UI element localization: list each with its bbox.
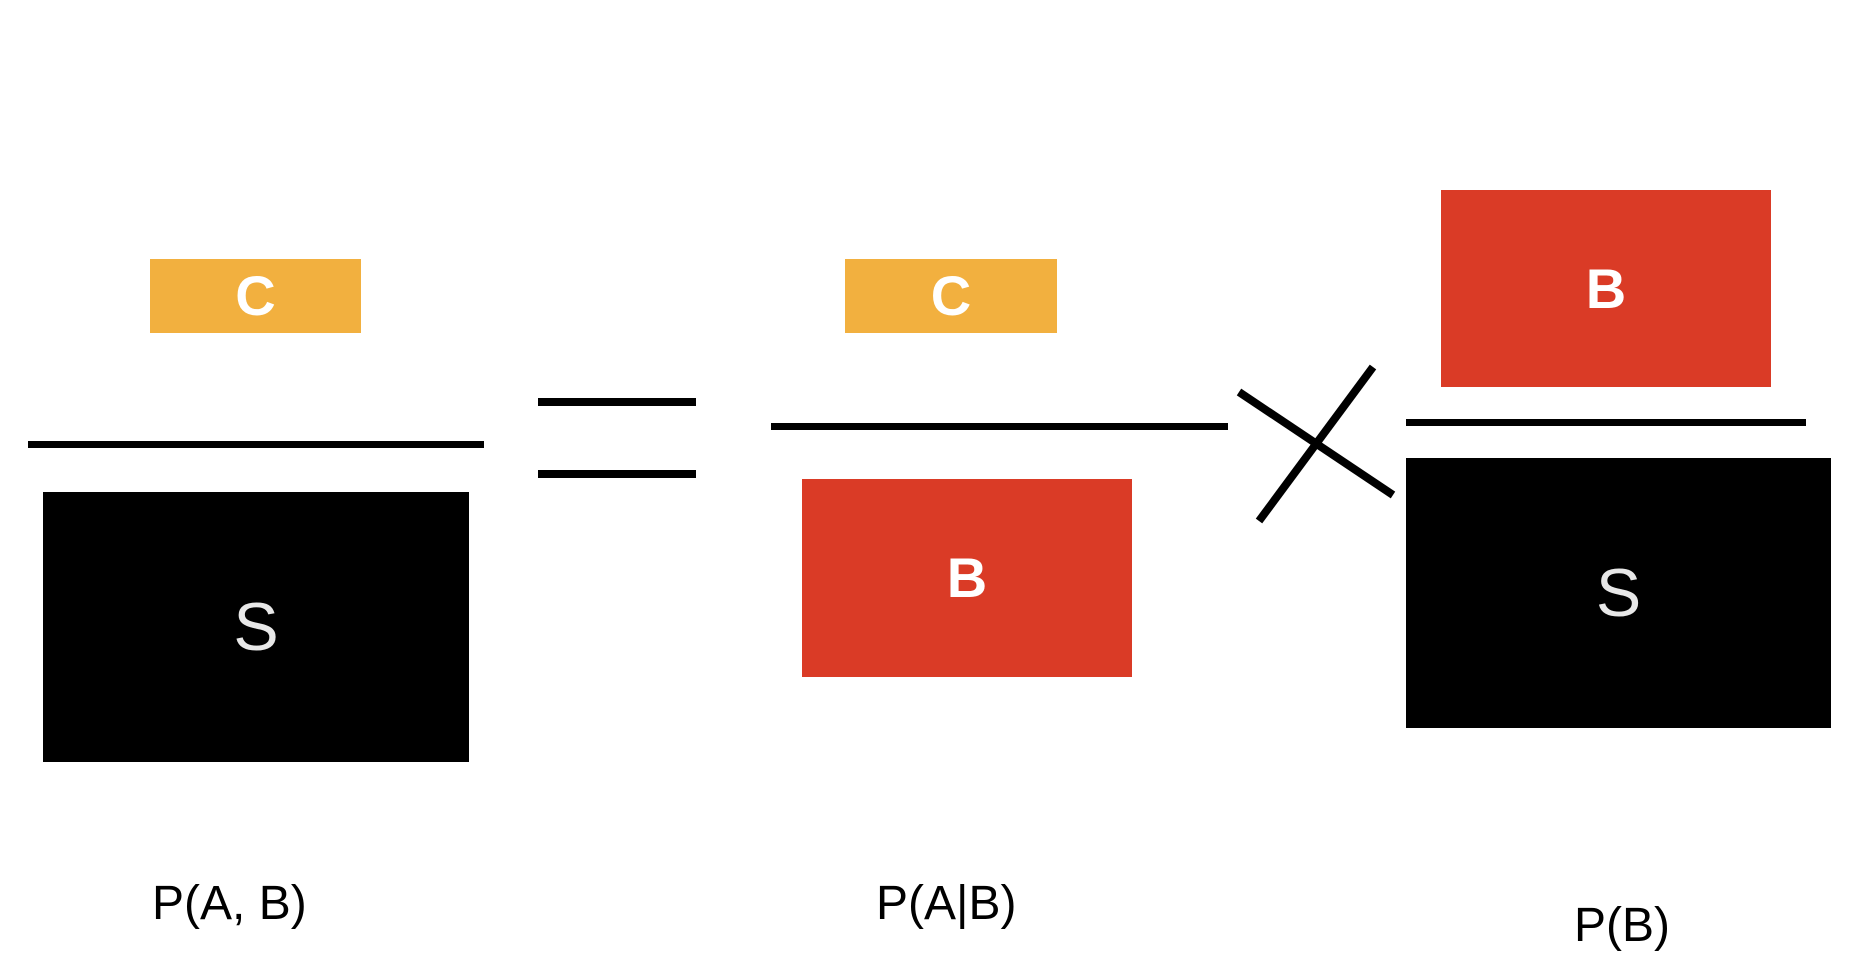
left-numerator-box-c: C bbox=[150, 259, 361, 333]
left-caption: P(A, B) bbox=[152, 877, 307, 930]
equals-bottom-bar bbox=[538, 470, 696, 478]
middle-fraction-bar bbox=[771, 423, 1228, 430]
middle-denominator-label: B bbox=[946, 546, 988, 609]
middle-numerator-label: C bbox=[930, 264, 972, 327]
right-numerator-box-b: B bbox=[1441, 190, 1771, 387]
middle-denominator-box-b: B bbox=[802, 479, 1132, 677]
right-denominator-box-s: S bbox=[1406, 458, 1831, 728]
right-fraction-bar bbox=[1406, 419, 1806, 426]
left-denominator-label: S bbox=[233, 589, 279, 665]
times-stroke-2 bbox=[1255, 364, 1377, 524]
middle-caption: P(A|B) bbox=[876, 877, 1017, 930]
right-numerator-label: B bbox=[1585, 256, 1627, 320]
right-caption: P(B) bbox=[1574, 899, 1670, 952]
left-denominator-box-s: S bbox=[43, 492, 469, 762]
left-numerator-label: C bbox=[235, 264, 276, 327]
right-denominator-label: S bbox=[1595, 555, 1642, 631]
equals-top-bar bbox=[538, 398, 696, 406]
middle-numerator-box-c: C bbox=[845, 259, 1057, 333]
left-fraction-bar bbox=[28, 441, 484, 448]
